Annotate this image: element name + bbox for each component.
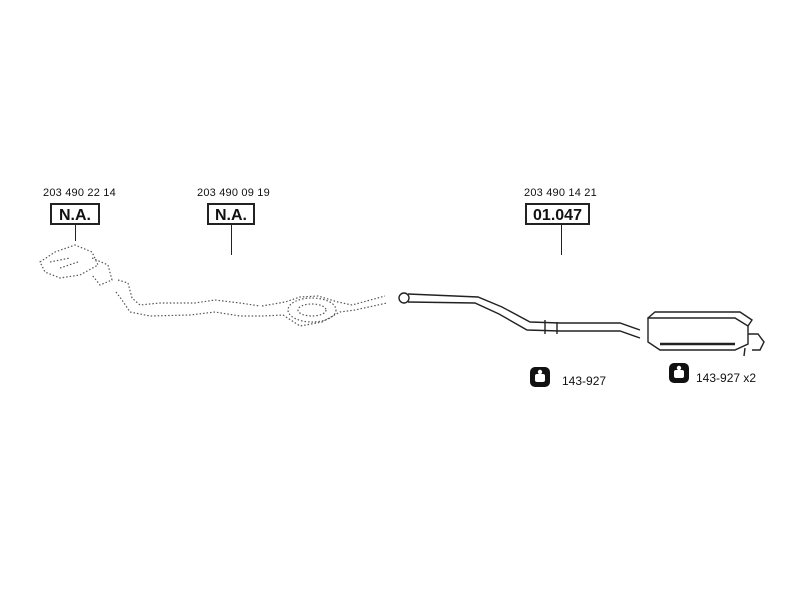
part-3-leader-line	[561, 225, 562, 255]
rear-muffler-assembly-icon	[398, 292, 765, 357]
rubber-hanger-icon	[669, 363, 689, 383]
part-2-oem-number: 203 490 09 19	[197, 187, 270, 199]
part-1-leader-line	[75, 225, 76, 241]
front-pipe-dotted-icon	[39, 244, 262, 317]
part-1-code-box[interactable]: N.A.	[50, 203, 100, 225]
hanger-2-label[interactable]: 143-927 x2	[696, 371, 757, 385]
catalytic-converter-dotted-icon	[261, 295, 388, 327]
part-1-oem-number: 203 490 22 14	[43, 187, 116, 199]
part-2-leader-line	[231, 225, 232, 255]
part-3-oem-number: 203 490 14 21	[524, 187, 597, 199]
hanger-1-label[interactable]: 143-927	[562, 374, 607, 388]
part-3-code-box[interactable]: 01.047	[525, 203, 590, 225]
part-2-code-box[interactable]: N.A.	[207, 203, 255, 225]
rubber-hanger-icon	[530, 367, 550, 387]
